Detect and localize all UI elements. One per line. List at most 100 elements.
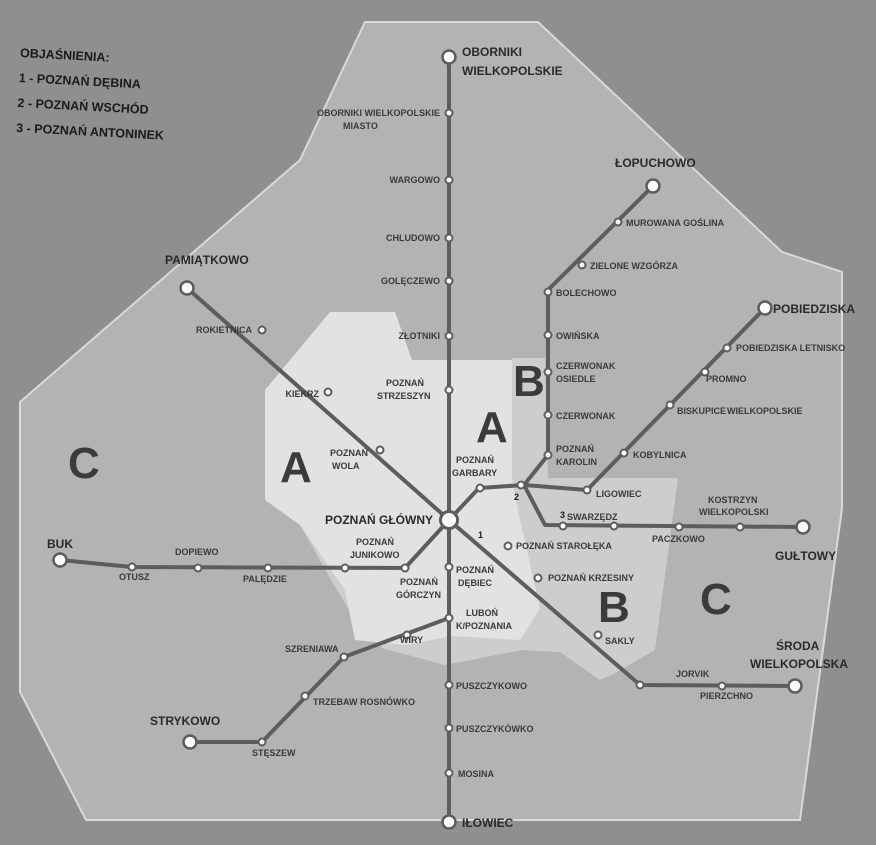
- station-label: POZNAŃ STAROŁĘKA: [516, 541, 612, 551]
- terminal-marker[interactable]: [441, 49, 457, 65]
- station-marker[interactable]: [533, 573, 543, 583]
- station-label: KOSTRZYN: [708, 495, 758, 505]
- station-label: BISKUPICE: [677, 406, 726, 416]
- station-marker[interactable]: [593, 630, 603, 640]
- station-marker[interactable]: [127, 562, 137, 572]
- station-marker[interactable]: [619, 448, 629, 458]
- station-label: K/POZNANIA: [456, 621, 513, 631]
- station-marker[interactable]: [444, 768, 454, 778]
- station-marker[interactable]: [444, 276, 454, 286]
- station-marker[interactable]: [735, 522, 745, 532]
- terminal-marker[interactable]: [787, 678, 803, 694]
- station-label: MOSINA: [458, 769, 495, 779]
- station-label: SWARZĘDZ: [567, 512, 618, 522]
- station-label: PUSZCZYKÓWKO: [456, 723, 534, 734]
- hub-marker[interactable]: [439, 510, 459, 530]
- station-marker[interactable]: [503, 541, 513, 551]
- station-marker[interactable]: [444, 108, 454, 118]
- station-marker[interactable]: [543, 410, 553, 420]
- station-marker[interactable]: [717, 681, 727, 691]
- station-marker[interactable]: [444, 613, 454, 623]
- station-label: PUSZCZYKOWO: [456, 681, 527, 691]
- station-marker[interactable]: [543, 287, 553, 297]
- station-marker[interactable]: [665, 400, 675, 410]
- terminal-marker[interactable]: [441, 814, 457, 830]
- station-marker[interactable]: [444, 233, 454, 243]
- station-label: JORVIK: [676, 669, 710, 679]
- marker-3-label: 3: [560, 510, 565, 520]
- station-label: WIELKOPOLSKIE: [727, 406, 803, 416]
- station-marker[interactable]: [609, 521, 619, 531]
- terminal-sroda-line1: ŚRODA: [776, 638, 820, 653]
- station-marker[interactable]: [257, 325, 267, 335]
- marker-2-label: 2: [514, 492, 519, 502]
- terminal-marker[interactable]: [795, 519, 811, 535]
- station-label: ZIELONE WZGÓRZA: [590, 260, 678, 271]
- station-marker[interactable]: [577, 260, 587, 270]
- terminal-strykowo: STRYKOWO: [150, 714, 220, 728]
- station-marker[interactable]: [300, 691, 310, 701]
- station-marker[interactable]: [543, 367, 553, 377]
- station-label: GOLĘCZEWO: [381, 276, 440, 286]
- station-marker[interactable]: [375, 445, 385, 455]
- station-marker[interactable]: [722, 343, 732, 353]
- station-marker[interactable]: [674, 522, 684, 532]
- station-marker[interactable]: [444, 562, 454, 572]
- station-marker[interactable]: [339, 652, 349, 662]
- terminal-pamiatkowo: PAMIĄTKOWO: [165, 253, 249, 267]
- station-label: SAKLY: [605, 636, 635, 646]
- station-marker[interactable]: [516, 480, 526, 490]
- terminal-marker[interactable]: [645, 178, 661, 194]
- station-marker[interactable]: [613, 217, 623, 227]
- station-marker[interactable]: [582, 485, 592, 495]
- legend-item-1: 1 - POZNAŃ DĘBINA: [18, 70, 141, 91]
- station-marker[interactable]: [543, 450, 553, 460]
- station-label: OSIEDLE: [556, 374, 596, 384]
- station-marker[interactable]: [543, 330, 553, 340]
- station-marker[interactable]: [475, 483, 485, 493]
- station-label: POZNAŃ KRZESINY: [548, 573, 634, 583]
- terminal-marker[interactable]: [179, 280, 195, 296]
- station-marker[interactable]: [257, 737, 267, 747]
- station-marker[interactable]: [700, 367, 710, 377]
- station-label: GARBARY: [452, 468, 497, 478]
- zone-label-c-east: C: [700, 575, 732, 624]
- station-marker[interactable]: [444, 331, 454, 341]
- terminal-sroda-line2: WIELKOPOLSKA: [750, 657, 848, 671]
- line-sroda: [447, 518, 797, 688]
- terminal-pobiedziska: POBIEDZISKA: [773, 302, 855, 316]
- station-marker[interactable]: [193, 563, 203, 573]
- station-label: STĘSZEW: [252, 748, 296, 758]
- station-label: POZNAŃ: [386, 378, 424, 388]
- zone-label-b-north: B: [513, 357, 545, 406]
- terminal-marker[interactable]: [52, 552, 68, 568]
- terminal-ilowiec: IŁOWIEC: [462, 816, 514, 830]
- terminal-marker[interactable]: [182, 734, 198, 750]
- station-label: BOLECHOWO: [556, 288, 617, 298]
- station-label: STRZESZYN: [377, 391, 431, 401]
- station-label: CHLUDOWO: [386, 233, 440, 243]
- station-marker[interactable]: [444, 385, 454, 395]
- station-marker[interactable]: [402, 630, 412, 640]
- station-label: POZNAŃ: [556, 444, 594, 454]
- station-label: PALĘDZIE: [243, 574, 287, 584]
- station-marker[interactable]: [444, 680, 454, 690]
- station-marker[interactable]: [635, 680, 645, 690]
- station-marker[interactable]: [340, 563, 350, 573]
- station-label: CZERWONAK: [556, 411, 616, 421]
- zone-label-a-west: A: [280, 443, 312, 492]
- station-label: POZNAŃ: [456, 565, 494, 575]
- station-marker[interactable]: [444, 175, 454, 185]
- line-pamiatkowo: [185, 286, 451, 522]
- station-label: CZERWONAK: [556, 361, 616, 371]
- station-label: ZŁOTNIKI: [399, 331, 441, 341]
- station-marker[interactable]: [444, 723, 454, 733]
- station-label: DOPIEWO: [175, 547, 219, 557]
- station-label: LIGOWIEC: [596, 489, 642, 499]
- station-marker[interactable]: [558, 521, 568, 531]
- station-marker[interactable]: [400, 563, 410, 573]
- station-label: WOLA: [332, 461, 360, 471]
- station-marker[interactable]: [323, 387, 333, 397]
- station-marker[interactable]: [263, 563, 273, 573]
- terminal-marker[interactable]: [757, 300, 773, 316]
